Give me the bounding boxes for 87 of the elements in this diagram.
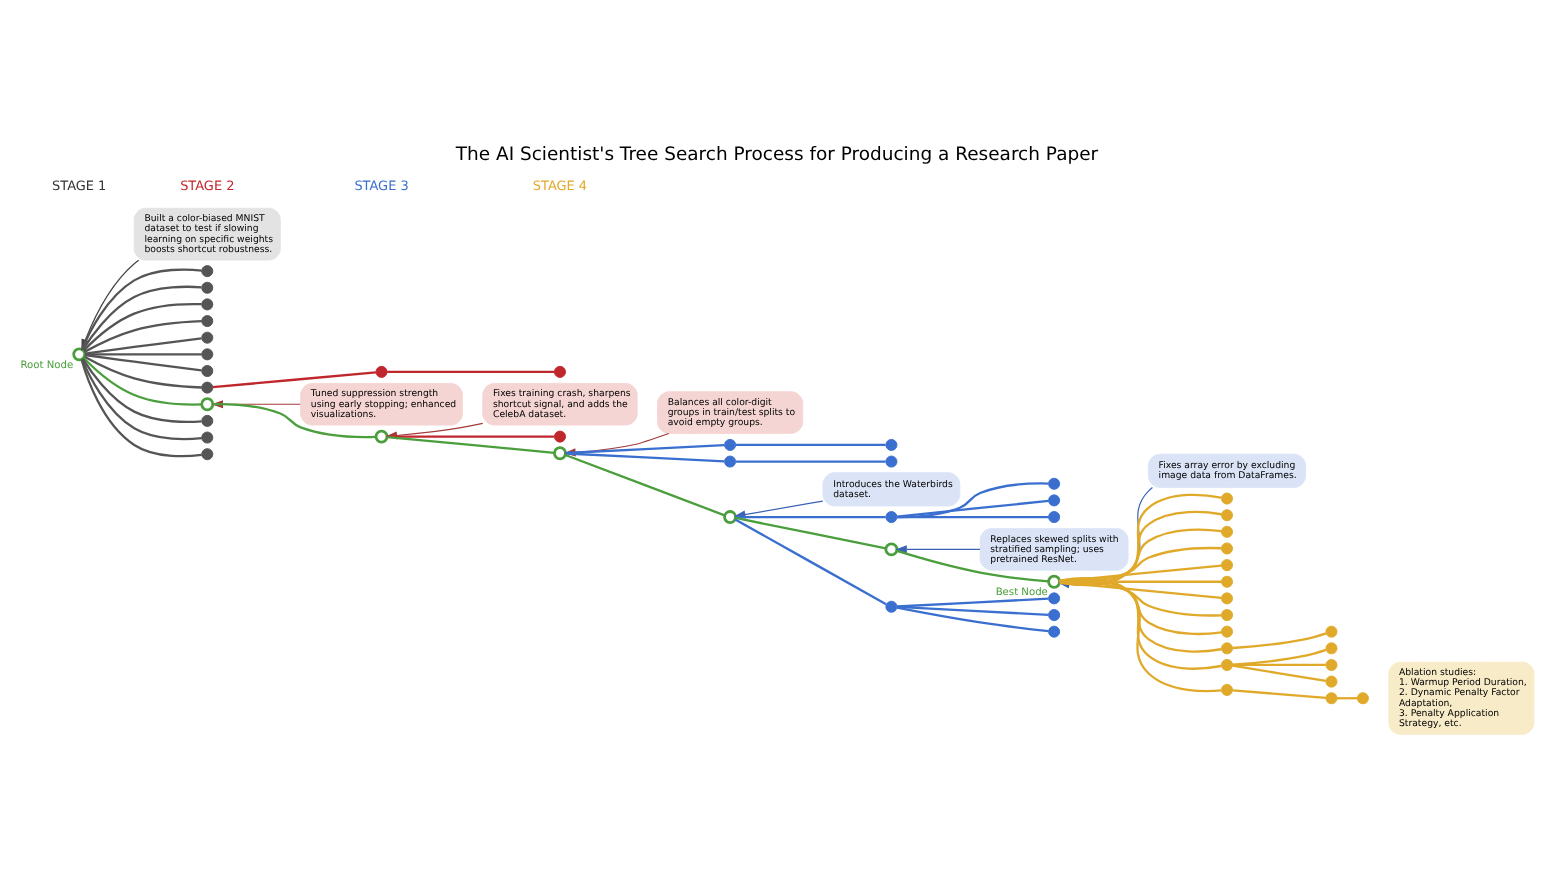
- connector: [1232, 662, 1326, 666]
- connector: [1059, 509, 1222, 585]
- connector: [1232, 688, 1326, 699]
- connector: [896, 514, 1049, 518]
- node-circle: [1048, 591, 1061, 604]
- arrow: [895, 544, 981, 553]
- node-circle: [201, 264, 214, 277]
- node-circle: [1325, 624, 1338, 637]
- node-circle: [885, 454, 898, 467]
- connector: [81, 357, 202, 422]
- node-circle: [885, 599, 898, 612]
- node-circle: [553, 445, 567, 460]
- connector: [1232, 663, 1327, 681]
- connector: [896, 498, 1049, 517]
- connector: [1232, 647, 1327, 665]
- connector: [735, 515, 887, 549]
- node-circle: [1221, 508, 1233, 521]
- node-circle: [1048, 476, 1061, 489]
- node-circle: [1048, 510, 1061, 523]
- connector: [387, 434, 555, 437]
- node-circle: [1325, 691, 1338, 704]
- node-circle: [723, 509, 737, 523]
- node-circle: [553, 364, 566, 377]
- connector: [81, 357, 202, 440]
- node-circle: [1221, 624, 1233, 637]
- node-circle: [201, 413, 214, 426]
- connector: [734, 517, 887, 605]
- node-circle: [201, 430, 214, 443]
- node-circle: [724, 437, 737, 450]
- connector: [896, 605, 1049, 632]
- connector: [1337, 696, 1358, 699]
- node-circle: [374, 428, 389, 443]
- diagram-title: The AI Scientist's Tree Search Process for Producing a Research Paper: [455, 143, 1099, 166]
- connector: [84, 352, 202, 355]
- connector: [387, 434, 555, 453]
- connector: [565, 451, 725, 462]
- connector: [80, 358, 202, 457]
- node-circle: [201, 297, 214, 310]
- connector: [735, 459, 886, 462]
- node-circle: [1048, 608, 1061, 621]
- connector: [387, 369, 555, 373]
- node-circle: [1221, 558, 1233, 571]
- node-circle: [1221, 541, 1233, 554]
- connector: [1059, 527, 1222, 584]
- node-circle: [1356, 691, 1369, 704]
- node-circle: [1221, 524, 1233, 537]
- node-circle: [885, 510, 898, 523]
- node-circle: [1325, 657, 1338, 670]
- node-circle: [375, 364, 388, 377]
- node-circle: [201, 280, 214, 293]
- node-circle: [1221, 491, 1233, 504]
- connector: [896, 604, 1049, 615]
- node-circle: [553, 429, 566, 442]
- connector: [897, 481, 1049, 518]
- node-circle: [201, 447, 214, 460]
- connector: [735, 514, 886, 518]
- node-circle: [201, 330, 214, 343]
- node-circle: [1047, 573, 1062, 588]
- connector: [83, 354, 202, 388]
- connector: [896, 596, 1049, 607]
- node-circle: [1325, 641, 1338, 654]
- connector: [1232, 631, 1327, 649]
- node-circle: [200, 396, 215, 411]
- connector: [896, 548, 1049, 582]
- node-circle: [201, 347, 214, 360]
- connector: [212, 370, 377, 388]
- node-circle: [1221, 682, 1233, 695]
- node-circle: [201, 380, 214, 393]
- node-circle: [1221, 657, 1233, 670]
- node-circle: [72, 346, 87, 361]
- node-circle: [1048, 624, 1061, 637]
- connector: [84, 336, 202, 354]
- node-circle: [1221, 641, 1233, 654]
- node-circle: [201, 363, 214, 376]
- node-circle: [1325, 674, 1338, 687]
- connector: [565, 452, 725, 516]
- node-circle: [1221, 608, 1233, 621]
- connector: [82, 356, 202, 405]
- node-circle: [884, 541, 899, 556]
- node-circle: [1221, 591, 1233, 604]
- node-circle: [201, 314, 214, 327]
- node-circle: [724, 454, 737, 467]
- connector: [84, 352, 202, 371]
- node-circle: [1048, 493, 1061, 506]
- connector: [735, 442, 886, 446]
- node-circle: [885, 437, 898, 450]
- node-circle: [1221, 574, 1233, 587]
